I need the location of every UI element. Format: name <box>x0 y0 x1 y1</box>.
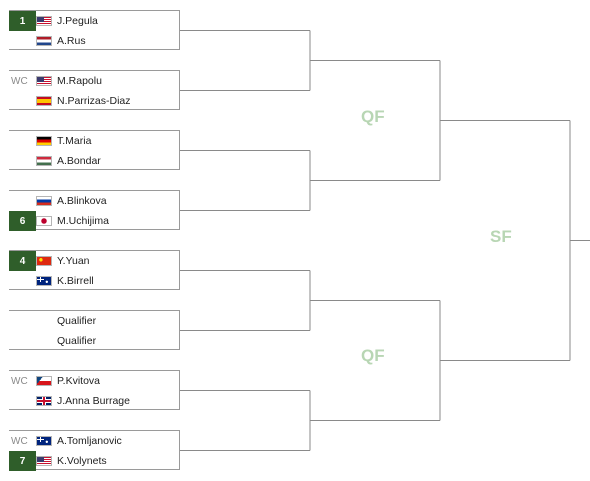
player-name[interactable]: Qualifier <box>57 335 97 347</box>
ned-flag-icon <box>36 36 52 46</box>
player-row[interactable]: Qualifier <box>9 311 179 331</box>
aus-flag-icon <box>36 276 52 286</box>
player-row[interactable]: WC P.Kvitova <box>9 371 179 391</box>
player-name[interactable]: P.Kvitova <box>57 375 100 387</box>
player-name[interactable]: A.Tomljanovic <box>57 435 122 447</box>
player-name[interactable]: M.Rapolu <box>57 75 102 87</box>
entry-status: WC <box>11 75 28 87</box>
match-box: WC A.Tomljanovic 7 K.Volynets <box>9 430 180 471</box>
player-row[interactable]: 7 K.Volynets <box>9 451 179 471</box>
cze-flag-icon <box>36 376 52 386</box>
player-row[interactable]: A.Blinkova <box>9 191 179 211</box>
player-row[interactable]: N.Parrizas-Diaz <box>9 91 179 111</box>
player-row[interactable]: T.Maria <box>9 131 179 151</box>
chn-flag-icon <box>36 256 52 266</box>
player-row[interactable]: 1 J.Pegula <box>9 11 179 31</box>
seed-badge: 6 <box>9 211 36 231</box>
player-name[interactable]: K.Volynets <box>57 455 107 467</box>
player-row[interactable]: J.Anna Burrage <box>9 391 179 411</box>
entry-status: WC <box>11 375 28 387</box>
match-box: A.Blinkova 6 M.Uchijima <box>9 190 180 231</box>
player-row[interactable]: A.Rus <box>9 31 179 51</box>
player-row[interactable]: WC M.Rapolu <box>9 71 179 91</box>
player-row[interactable]: A.Bondar <box>9 151 179 171</box>
player-name[interactable]: T.Maria <box>57 135 92 147</box>
hun-flag-icon <box>36 156 52 166</box>
qf-label-top: QF <box>361 107 385 126</box>
sf-label: SF <box>490 227 512 246</box>
player-name[interactable]: A.Bondar <box>57 155 101 167</box>
player-row[interactable]: Qualifier <box>9 331 179 351</box>
player-row[interactable]: K.Birrell <box>9 271 179 291</box>
qf-label-bottom: QF <box>361 346 385 365</box>
usa-flag-icon <box>36 16 52 26</box>
player-row[interactable]: 4 Y.Yuan <box>9 251 179 271</box>
player-name[interactable]: N.Parrizas-Diaz <box>57 95 131 107</box>
player-name[interactable]: A.Rus <box>57 35 86 47</box>
player-name[interactable]: J.Anna Burrage <box>57 395 130 407</box>
seed-badge: 4 <box>9 251 36 271</box>
player-row[interactable]: WC A.Tomljanovic <box>9 431 179 451</box>
gbr-flag-icon <box>36 396 52 406</box>
aus-flag-icon <box>36 436 52 446</box>
seed-badge: 7 <box>9 451 36 471</box>
entry-status: WC <box>11 435 28 447</box>
rus-flag-icon <box>36 196 52 206</box>
player-name[interactable]: A.Blinkova <box>57 195 107 207</box>
player-name[interactable]: M.Uchijima <box>57 215 109 227</box>
seed-badge: 1 <box>9 11 36 31</box>
player-row[interactable]: 6 M.Uchijima <box>9 211 179 231</box>
player-name[interactable]: Y.Yuan <box>57 255 90 267</box>
ger-flag-icon <box>36 136 52 146</box>
player-name[interactable]: K.Birrell <box>57 275 94 287</box>
player-name[interactable]: J.Pegula <box>57 15 98 27</box>
usa-flag-icon <box>36 76 52 86</box>
esp-flag-icon <box>36 96 52 106</box>
player-name[interactable]: Qualifier <box>57 315 97 327</box>
jpn-flag-icon <box>36 216 52 226</box>
usa-flag-icon <box>36 456 52 466</box>
